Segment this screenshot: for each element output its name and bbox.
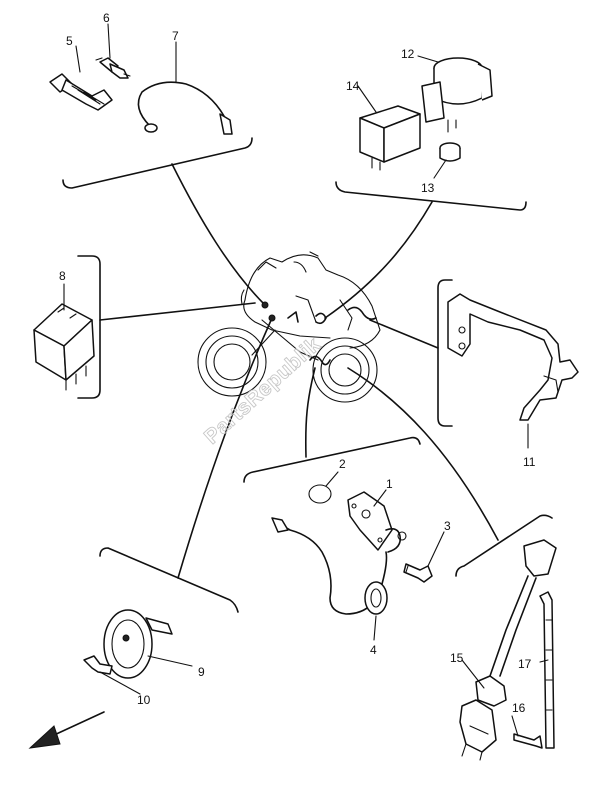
callout-7: 7	[172, 29, 179, 43]
callout-2: 2	[339, 457, 346, 471]
callout-5: 5	[66, 34, 73, 48]
part-13-cap	[439, 142, 461, 162]
callout-8: 8	[59, 269, 66, 283]
group-panel-sidestand	[455, 514, 553, 577]
group-panel-bracket	[437, 279, 453, 427]
part-7-lead-wire	[137, 81, 233, 135]
group-panel-horn	[99, 547, 239, 613]
callout-1: 1	[386, 477, 393, 491]
part-5-switch	[49, 73, 113, 111]
motorcycle-illustration	[197, 251, 381, 403]
part-14-relay	[359, 105, 421, 171]
callout-17: 17	[518, 657, 532, 671]
callout-14: 14	[346, 79, 360, 93]
part-2-o-ring	[308, 484, 332, 504]
callout-3: 3	[444, 519, 451, 533]
callout-11: 11	[523, 455, 536, 469]
group-panel-regulator	[77, 255, 101, 399]
callout-16: 16	[512, 701, 526, 715]
part-6-sensor	[95, 57, 131, 79]
part-15-sidestand-switch	[459, 539, 557, 761]
callout-10: 10	[137, 693, 151, 707]
part-16-screw	[513, 733, 543, 749]
callout-15: 15	[450, 651, 464, 665]
part-4-lead	[271, 517, 388, 615]
part-11-bracket	[447, 293, 579, 421]
part-12-relay	[421, 57, 493, 133]
group-panel-sensors	[62, 137, 253, 189]
callout-6: 6	[103, 11, 110, 25]
callout-13: 13	[421, 181, 435, 195]
part-9-horn	[103, 609, 173, 679]
part-17-cable-tie	[539, 591, 555, 749]
direction-arrow	[28, 711, 105, 749]
callout-12: 12	[401, 47, 415, 61]
callout-leaders	[63, 23, 549, 737]
group-panel-switch	[243, 436, 421, 483]
callout-4: 4	[370, 643, 377, 657]
part-10-bolt	[83, 655, 113, 675]
callout-labels: 1 2 3 4 5 6 7 8 9 10 11 12 13 14 15 16 1…	[59, 11, 536, 715]
callout-9: 9	[198, 665, 205, 679]
part-3-bolt	[403, 563, 433, 583]
part-8-regulator	[33, 303, 95, 391]
group-panel-relays	[335, 181, 527, 211]
part-1-switch	[347, 491, 407, 553]
